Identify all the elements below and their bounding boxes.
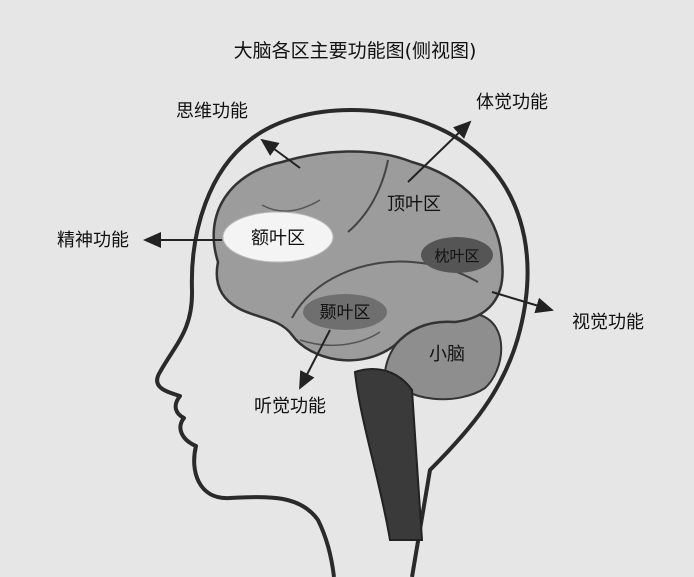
central-sulcus [347,159,389,233]
label-thinking: 思维功能 [176,101,248,122]
label-auditory: 听觉功能 [254,396,326,417]
label-somatosensory: 体觉功能 [476,92,548,113]
label-frontal: 额叶区 [251,228,305,249]
diagram-title: 大脑各区主要功能图(侧视图) [234,40,477,62]
arrow-visual [491,291,554,314]
cerebrum [212,150,504,362]
head-outline [155,108,530,577]
label-cerebellum: 小脑 [429,344,465,365]
occipital-region [421,237,493,273]
arrow-auditory [299,329,331,390]
label-temporal: 颞叶区 [320,303,371,323]
temporal-fold [299,331,381,346]
label-mental: 精神功能 [57,230,129,251]
label-visual: 视觉功能 [572,312,644,333]
label-parietal: 顶叶区 [387,194,441,215]
arrow-thinking [260,138,301,169]
arrow-somatosensory [407,120,472,183]
frontal-fold [261,199,321,212]
temporal-region [303,294,387,330]
label-occipital: 枕叶区 [434,247,479,265]
frontal-region [222,211,334,263]
brainstem [353,368,424,541]
